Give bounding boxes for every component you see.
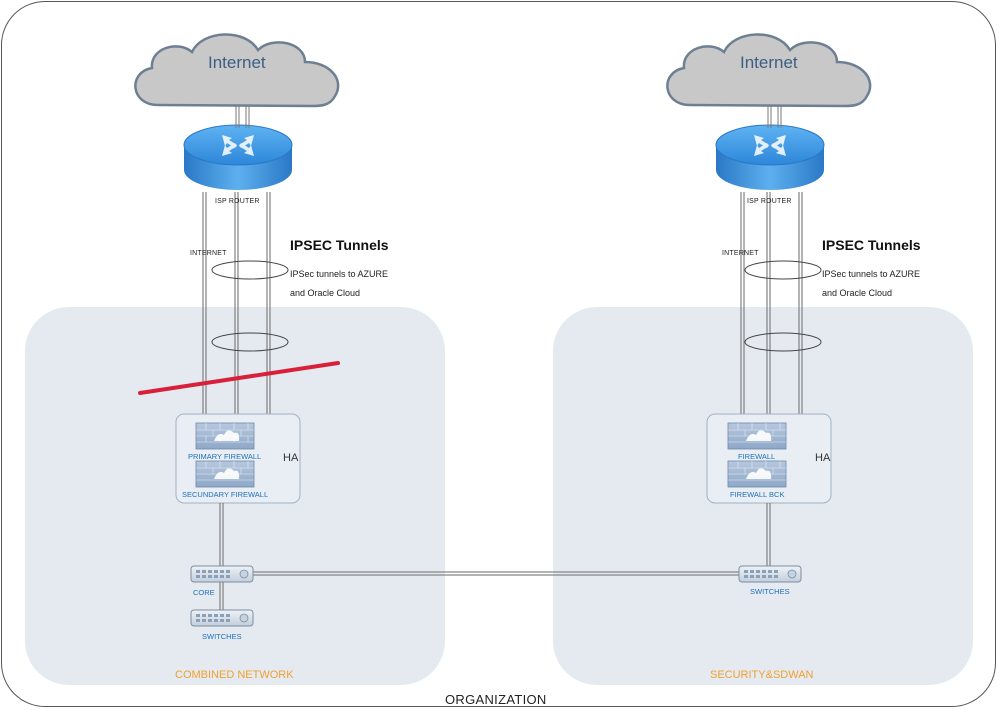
zone-label-right: SECURITY&SDWAN bbox=[710, 669, 814, 681]
link-label-right: INTERNET bbox=[722, 250, 759, 257]
internet-cloud-right bbox=[666, 33, 872, 108]
cloud-router-links-left bbox=[235, 106, 250, 128]
wan-links-left bbox=[202, 192, 271, 418]
cloud-router-links-right bbox=[767, 106, 782, 128]
ha-label-right: HA bbox=[815, 452, 831, 464]
tunnels-desc-line2-left: and Oracle Cloud bbox=[290, 288, 361, 298]
tunnel-ring-lower-right bbox=[744, 332, 822, 352]
isp-router-right[interactable] bbox=[715, 124, 825, 190]
fw-core-link-left bbox=[219, 503, 224, 610]
isp-router-left[interactable] bbox=[183, 124, 293, 190]
tunnels-title-right: IPSEC Tunnels bbox=[822, 237, 921, 253]
core-label: CORE bbox=[193, 588, 215, 597]
zone-label-left: COMBINED NETWORK bbox=[175, 669, 294, 681]
wan-links-right bbox=[740, 192, 803, 418]
internet-cloud-left bbox=[134, 33, 340, 108]
ha-label-left: HA bbox=[283, 452, 299, 464]
switches-label-left: SWITCHES bbox=[202, 632, 242, 641]
inter-site-link bbox=[253, 571, 739, 576]
firewall-icon[interactable] bbox=[195, 422, 255, 450]
router-label-left: ISP ROUTER bbox=[215, 198, 260, 205]
firewall-bck-label: FIREWALL BCK bbox=[730, 490, 785, 499]
cloud-label-left: Internet bbox=[208, 53, 266, 72]
tunnels-desc-line2-right: and Oracle Cloud bbox=[822, 288, 893, 298]
tunnel-ring-upper-left bbox=[211, 260, 289, 280]
firewall-icon[interactable] bbox=[727, 422, 787, 450]
link-label-left: INTERNET bbox=[190, 250, 227, 257]
link-down-strike bbox=[138, 361, 340, 395]
organization-label: ORGANIZATION bbox=[445, 692, 547, 707]
switch-icon[interactable] bbox=[190, 609, 254, 627]
tunnel-ring-lower-left bbox=[211, 332, 289, 352]
firewall-label-right: FIREWALL bbox=[738, 452, 776, 461]
switches-label-right: SWITCHES bbox=[750, 587, 790, 596]
tunnels-desc-line1-right: IPSec tunnels to AZURE bbox=[822, 269, 921, 279]
cloud-label-right: Internet bbox=[740, 53, 798, 72]
switch-icon[interactable] bbox=[738, 565, 802, 583]
tunnels-desc-line1-left: IPSec tunnels to AZURE bbox=[290, 269, 389, 279]
firewall-icon[interactable] bbox=[195, 460, 255, 488]
tunnel-ring-upper-right bbox=[744, 260, 822, 280]
fw-switch-link-right bbox=[766, 503, 771, 566]
switch-icon[interactable] bbox=[190, 565, 254, 583]
tunnels-title-left: IPSEC Tunnels bbox=[290, 237, 389, 253]
primary-firewall-label: PRIMARY FIREWALL bbox=[188, 452, 262, 461]
secondary-firewall-label: SECUNDARY FIREWALL bbox=[182, 490, 269, 499]
firewall-icon[interactable] bbox=[727, 460, 787, 488]
router-label-right: ISP ROUTER bbox=[747, 198, 792, 205]
